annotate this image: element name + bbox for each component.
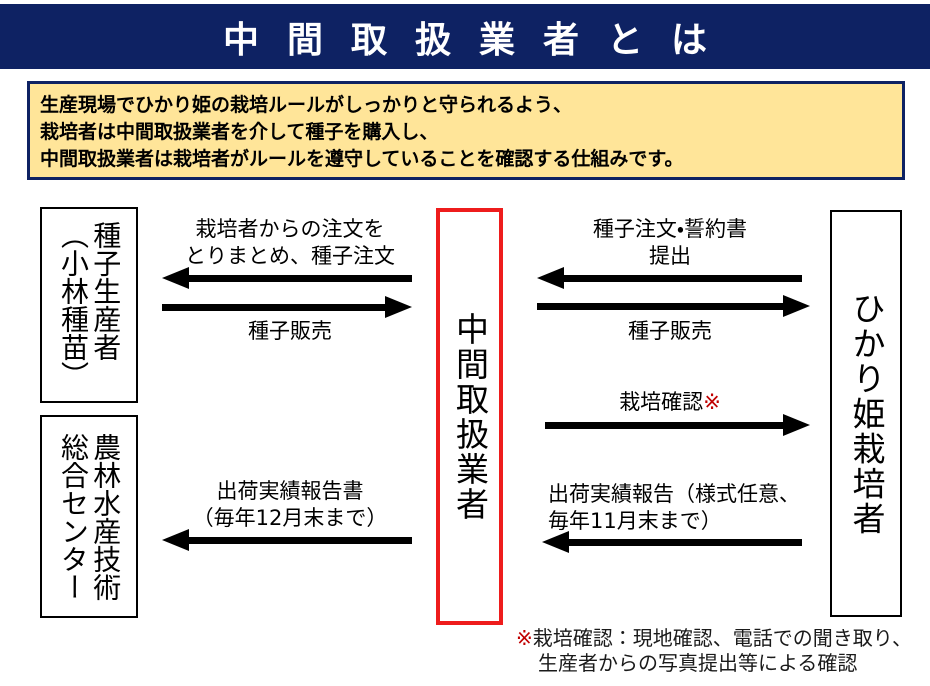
- arrow-shaft: [564, 274, 802, 282]
- arrowhead-left-icon: [537, 267, 564, 289]
- label-line: 出荷実績報告（様式任意、: [548, 482, 800, 506]
- title-bar: 中間取扱業者とは: [0, 4, 930, 69]
- box-grower-label: ひかり姫栽培者: [847, 291, 886, 536]
- arrow-order-pledge: [537, 267, 802, 289]
- arrow-shaft: [189, 274, 412, 282]
- label-text: 栽培確認: [619, 390, 704, 414]
- reference-mark: ※: [703, 390, 721, 414]
- box-seed-producer: 種子生産者 （小林種苗）: [40, 207, 138, 403]
- arrowhead-left-icon: [162, 267, 189, 289]
- intro-line-1: 生産現場でひかり姫の栽培ルールがしっかりと守られるよう、: [40, 94, 573, 116]
- box-hikarihime-grower: ひかり姫栽培者: [830, 210, 902, 617]
- arrow-shaft: [162, 303, 385, 311]
- label-cultivation-check: 栽培確認※: [525, 389, 815, 416]
- page-title: 中間取扱業者とは: [222, 19, 735, 61]
- arrow-cultivation-check: [545, 414, 810, 436]
- footnote: ※栽培確認：現地確認、電話での聞き取り、 生産者からの写真提出等による確認: [516, 626, 921, 676]
- tech-center-line-2: 総合センター: [57, 432, 90, 601]
- label-order-to-producer: 栽培者からの注文を とりまとめ、種子注文: [145, 216, 435, 270]
- arrow-sale-to-grower: [537, 295, 810, 317]
- intro-line-3: 中間取扱業者は栽培者がルールを遵守していることを確認する仕組みです。: [40, 148, 684, 170]
- label-sale-to-grower: 種子販売: [628, 319, 712, 343]
- label-line: （毎年12月末まで）: [192, 506, 388, 530]
- intro-box: 生産現場でひかり姫の栽培ルールがしっかりと守られるよう、 栽培者は中間取扱業者を…: [27, 81, 905, 180]
- box-seed-producer-label: 種子生産者 （小林種苗）: [57, 221, 123, 389]
- arrowhead-left-icon: [542, 531, 569, 553]
- label-shipment-report-to-intermediate: 出荷実績報告（様式任意、 毎年11月末まで）: [548, 481, 858, 535]
- seed-producer-line-2: （小林種苗）: [57, 221, 90, 389]
- label-line: 提出: [649, 244, 691, 268]
- arrow-shipment-report-to-intermediate: [542, 531, 802, 553]
- arrow-shaft: [537, 302, 783, 310]
- box-tech-center-label: 農林水産技術 総合センター: [57, 432, 123, 601]
- footnote-line-1: ※栽培確認：現地確認、電話での聞き取り、: [516, 626, 921, 651]
- label-shipment-report-to-center: 出荷実績報告書 （毎年12月末まで）: [145, 478, 435, 532]
- reference-mark: ※: [516, 626, 533, 650]
- intro-line-2: 栽培者は中間取扱業者を介して種子を購入し、: [40, 121, 439, 143]
- seed-producer-line-1: 種子生産者: [89, 221, 123, 361]
- arrow-shipment-report-to-center: [162, 529, 412, 551]
- label-line: 種子注文・誓約書: [592, 217, 748, 241]
- box-tech-center: 農林水産技術 総合センター: [40, 415, 138, 618]
- footnote-line-2: 生産者からの写真提出等による確認: [538, 651, 858, 675]
- arrow-shaft: [189, 536, 412, 544]
- arrowhead-right-icon: [783, 295, 810, 317]
- arrowhead-left-icon: [162, 529, 189, 551]
- footnote-text: 栽培確認：現地確認、電話での聞き取り、: [532, 626, 912, 650]
- arrow-order-to-producer: [162, 267, 412, 289]
- arrow-shaft: [569, 538, 802, 546]
- box-intermediate-handler: 中間取扱業者: [436, 208, 503, 625]
- arrow-shaft: [545, 421, 783, 429]
- label-line: 栽培者からの注文を: [195, 217, 385, 241]
- tech-center-line-1: 農林水産技術: [89, 432, 123, 601]
- arrow-sale-to-intermediate: [162, 296, 412, 318]
- label-line: とりまとめ、種子注文: [185, 244, 395, 268]
- arrowhead-right-icon: [783, 414, 810, 436]
- label-sale-to-intermediate: 種子販売: [248, 319, 332, 343]
- label-line: 出荷実績報告書: [216, 479, 364, 503]
- arrowhead-right-icon: [385, 296, 412, 318]
- box-intermediate-label: 中間取扱業者: [450, 311, 490, 522]
- label-order-pledge: 種子注文・誓約書 提出: [525, 216, 815, 270]
- label-line: 毎年11月末まで）: [548, 509, 722, 533]
